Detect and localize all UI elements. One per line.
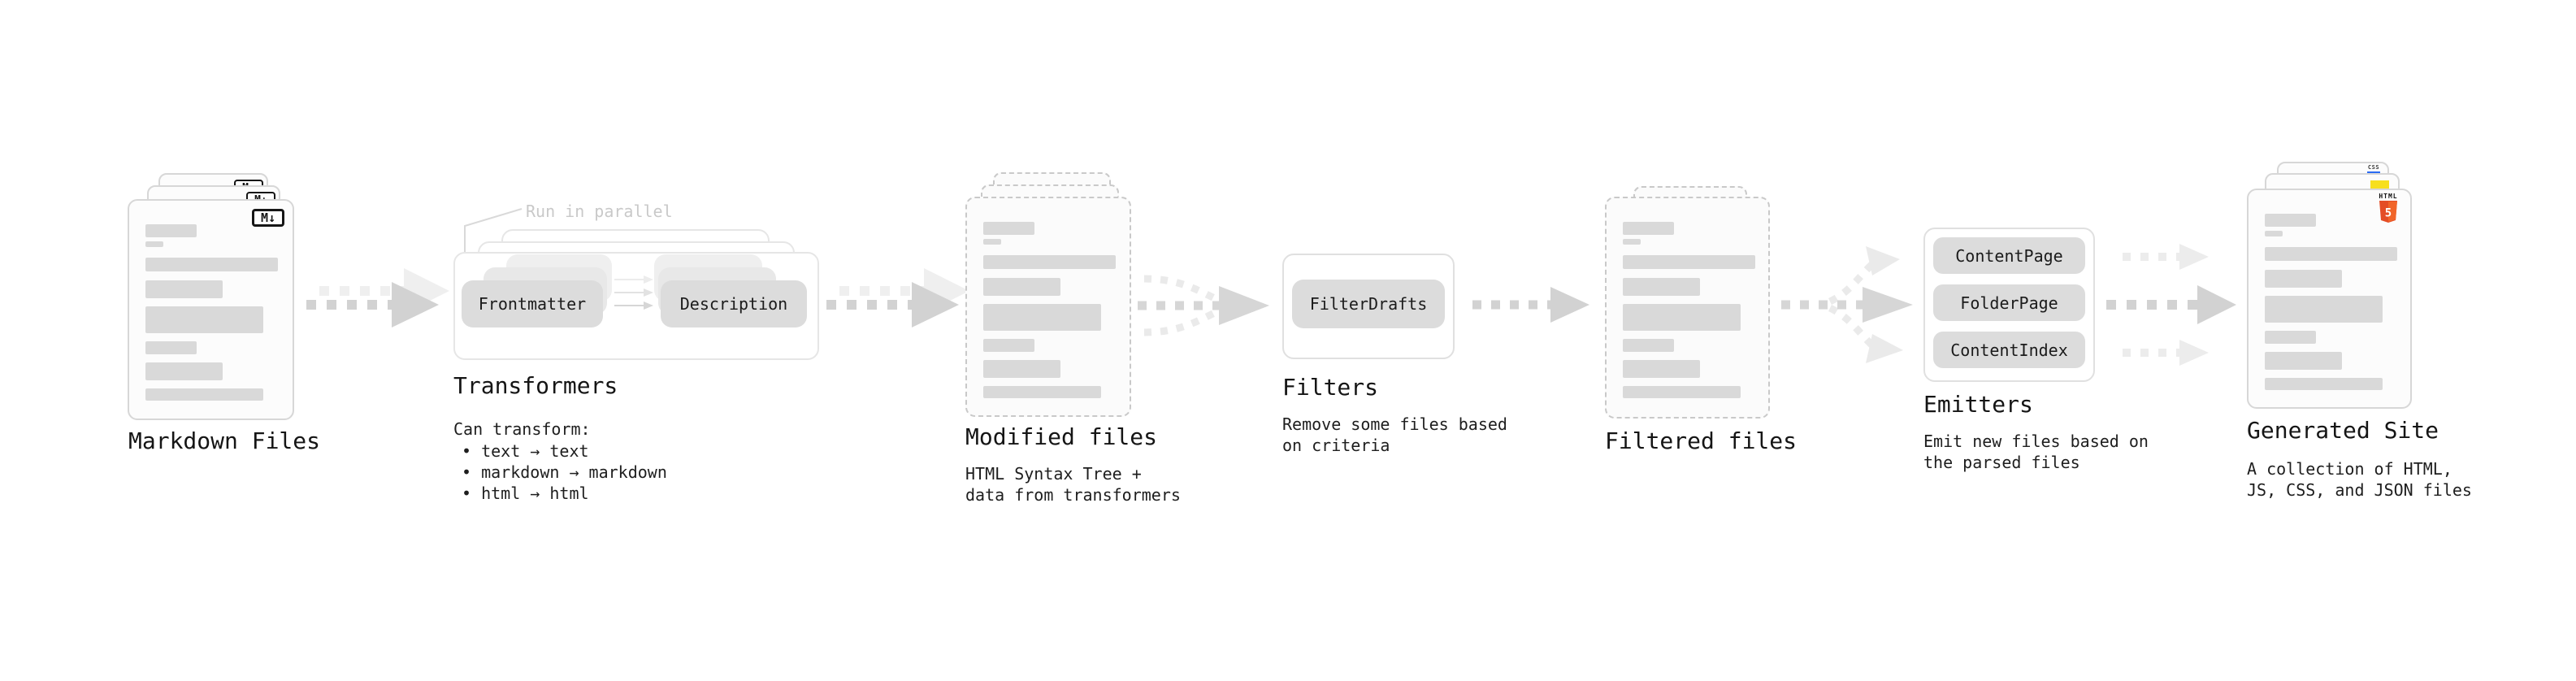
skeleton-bar — [2265, 331, 2316, 344]
parallel-arrow-top — [614, 275, 653, 284]
javascript-icon — [2370, 180, 2389, 190]
folderpage-pill: FolderPage — [1933, 284, 2085, 321]
arrow-markdown-to-transformers — [306, 268, 449, 327]
skeleton-bar — [2265, 231, 2283, 236]
markdown-icon: M↓ — [252, 209, 284, 227]
emitters-description: the parsed files — [1923, 453, 2080, 472]
arrow-emitters-to-site-top — [2123, 244, 2209, 270]
skeleton-bar — [1623, 222, 1674, 235]
file-content-skeleton — [1623, 222, 1757, 401]
contentpage-pill: ContentPage — [1933, 237, 2085, 274]
filters-description: on criteria — [1282, 436, 1390, 455]
skeleton-bar — [1623, 255, 1755, 269]
skeleton-bar — [2265, 247, 2397, 261]
description-pill: Description — [661, 280, 807, 327]
stage-label-filtered-files: Filtered files — [1605, 427, 1798, 454]
skeleton-bar — [983, 278, 1060, 296]
skeleton-bar — [1623, 278, 1700, 296]
frontmatter-pill: Frontmatter — [462, 280, 603, 327]
markdown-file-card-front: M↓ — [128, 199, 294, 420]
emitters-description: Emit new files based on — [1923, 432, 2149, 451]
skeleton-bar — [1623, 360, 1700, 378]
css3-icon: CSS — [2366, 165, 2382, 174]
html5-icon: HTML 5 — [2377, 193, 2400, 223]
transformers-bullet: • html → html — [462, 484, 589, 503]
skeleton-bar — [983, 339, 1034, 352]
run-in-parallel-leader-line — [464, 208, 523, 252]
file-content-skeleton — [2265, 214, 2399, 393]
skeleton-bar — [145, 224, 197, 237]
modified-files-description: data from transformers — [965, 485, 1181, 505]
arrow-filtered-to-emitters — [1781, 246, 1913, 363]
file-content-skeleton — [145, 224, 280, 403]
parallel-arrow-middle — [614, 288, 653, 297]
skeleton-bar — [983, 386, 1101, 398]
arrow-filters-to-filtered — [1472, 287, 1589, 323]
skeleton-bar — [145, 388, 263, 401]
stage-label-markdown-files: Markdown Files — [128, 427, 321, 454]
skeleton-bar — [145, 241, 163, 247]
skeleton-bar — [1623, 386, 1741, 398]
skeleton-bar — [2265, 296, 2383, 323]
skeleton-bar — [2265, 378, 2383, 390]
stage-label-modified-files: Modified files — [965, 423, 1158, 450]
stage-label-emitters: Emitters — [1923, 391, 2033, 418]
transformers-bullet: • text → text — [462, 441, 589, 461]
file-content-skeleton — [983, 222, 1117, 401]
stage-label-generated-site: Generated Site — [2247, 417, 2439, 444]
skeleton-bar — [983, 239, 1001, 245]
modified-files-description: HTML Syntax Tree + — [965, 464, 1142, 484]
stage-label-filters: Filters — [1282, 374, 1379, 401]
skeleton-bar — [1623, 304, 1741, 331]
html5-number: 5 — [2385, 207, 2392, 220]
skeleton-bar — [1623, 339, 1674, 352]
skeleton-bar — [145, 341, 197, 354]
arrow-emitters-to-site-bottom — [2123, 340, 2209, 366]
run-in-parallel-note: Run in parallel — [526, 202, 673, 221]
skeleton-bar — [2265, 352, 2342, 370]
skeleton-bar — [983, 255, 1116, 269]
skeleton-bar — [145, 280, 223, 298]
stage-label-transformers: Transformers — [453, 372, 618, 399]
generated-site-description: A collection of HTML, — [2247, 459, 2452, 479]
modified-file-card-front — [965, 197, 1131, 417]
filtered-file-card-front — [1605, 197, 1770, 419]
skeleton-bar — [145, 258, 278, 271]
transformers-bullet: • markdown → markdown — [462, 462, 667, 482]
contentindex-pill: ContentIndex — [1933, 332, 2085, 368]
arrow-emitters-to-site-middle — [2106, 285, 2236, 324]
skeleton-bar — [983, 304, 1101, 331]
skeleton-bar — [983, 222, 1034, 235]
skeleton-bar — [145, 306, 263, 333]
arrow-modified-to-filters — [1138, 275, 1269, 336]
parallel-arrow-bottom — [614, 301, 653, 310]
transformers-description: Can transform: — [453, 419, 591, 439]
generated-file-card-front-html: HTML 5 — [2247, 189, 2412, 409]
generated-site-description: JS, CSS, and JSON files — [2247, 480, 2472, 500]
skeleton-bar — [2265, 214, 2316, 227]
skeleton-bar — [145, 362, 223, 380]
filters-description: Remove some files based — [1282, 414, 1507, 434]
skeleton-bar — [983, 360, 1060, 378]
skeleton-bar — [1623, 239, 1641, 245]
skeleton-bar — [2265, 270, 2342, 288]
arrow-transformers-to-modified — [826, 268, 969, 327]
filterdrafts-pill: FilterDrafts — [1292, 280, 1445, 328]
